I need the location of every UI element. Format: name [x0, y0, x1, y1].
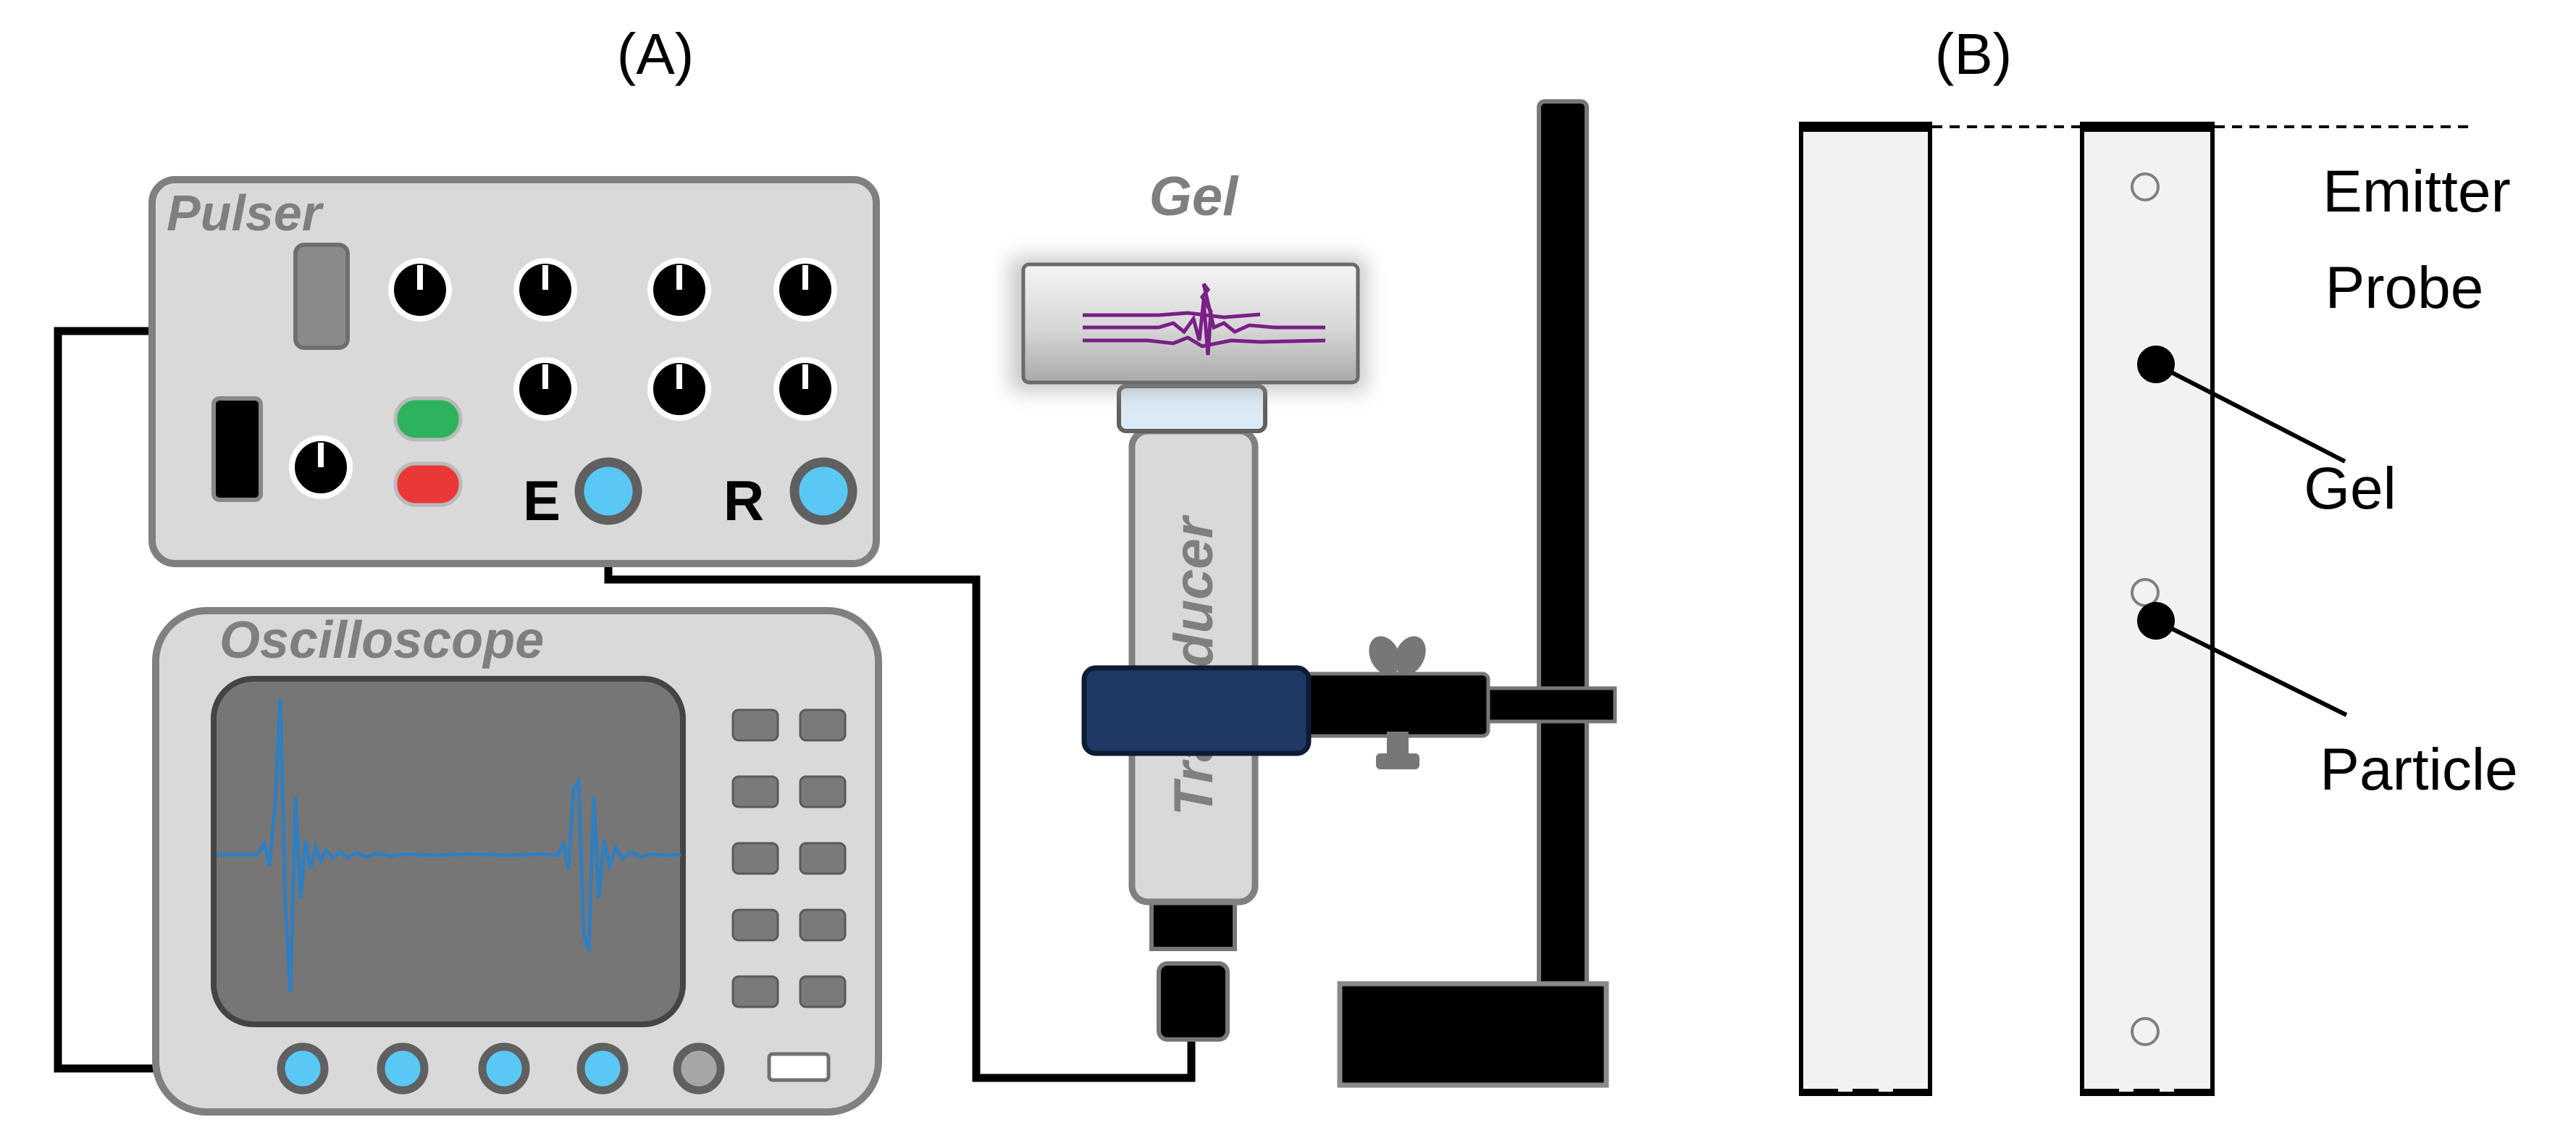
- scope-port[interactable]: [377, 1042, 429, 1095]
- oscilloscope-waveform: [217, 698, 681, 993]
- scope-button[interactable]: [731, 842, 779, 875]
- pulser-device: Pulser E R: [148, 176, 880, 567]
- gel-leader-line: [2155, 362, 2346, 464]
- oscilloscope-ports: [277, 1042, 629, 1095]
- oscilloscope-screen: [211, 676, 686, 1027]
- probe-label: Probe: [2325, 255, 2484, 321]
- transducer-cap: [1117, 384, 1267, 433]
- transducer-connector-bottom: [1157, 961, 1230, 1042]
- stand-rod: [1537, 99, 1589, 1002]
- scope-button[interactable]: [799, 775, 847, 808]
- knob[interactable]: [647, 357, 711, 421]
- pulser-title: Pulser: [167, 185, 324, 241]
- particle-label: Particle: [2320, 737, 2517, 803]
- probe-hole: [2131, 1017, 2160, 1046]
- knob[interactable]: [289, 435, 353, 499]
- scope-button[interactable]: [799, 708, 847, 742]
- oscilloscope-device: Oscilloscope: [152, 607, 882, 1116]
- gel-label: Gel: [2304, 456, 2396, 522]
- scope-port[interactable]: [478, 1042, 530, 1095]
- pulser-power-switch[interactable]: [211, 396, 263, 502]
- panel-b-label: (B): [1935, 22, 2013, 86]
- gel-block-label: Gel: [1149, 166, 1239, 227]
- scope-button[interactable]: [731, 708, 779, 742]
- clamp-arm: [1298, 672, 1490, 738]
- scope-button[interactable]: [799, 975, 847, 1008]
- particle-leader-line: [2155, 619, 2348, 717]
- knob[interactable]: [513, 258, 577, 322]
- scope-port[interactable]: [277, 1042, 329, 1095]
- scope-usb-slot: [767, 1052, 831, 1082]
- scope-button[interactable]: [731, 975, 779, 1008]
- emitter-port-label: E: [523, 469, 561, 532]
- emitter-port[interactable]: [574, 457, 642, 525]
- panel-a-label: (A): [617, 22, 695, 86]
- knob[interactable]: [773, 357, 837, 421]
- scope-button[interactable]: [731, 775, 779, 808]
- panel-b-columns: Emitter Probe Gel Particle: [1799, 122, 2518, 1096]
- pulser-knobs: [289, 258, 837, 499]
- oscilloscope-title: Oscilloscope: [219, 611, 544, 669]
- scope-port[interactable]: [576, 1042, 629, 1095]
- pulser-display-slot: [293, 243, 350, 350]
- retort-stand: [1337, 99, 1617, 1088]
- emitter-column: [1799, 125, 1932, 1096]
- receiver-port[interactable]: [789, 457, 857, 525]
- stand-arm: [1475, 686, 1617, 724]
- knob[interactable]: [773, 258, 837, 322]
- green-button[interactable]: [393, 396, 463, 442]
- stand-base: [1337, 981, 1609, 1088]
- probe-hole: [2131, 172, 2160, 201]
- gel-waveform: [1083, 283, 1326, 356]
- scope-ground-port[interactable]: [673, 1042, 725, 1095]
- receiver-port-label: R: [723, 469, 764, 532]
- clamp-thumbscrew-icon: [1369, 636, 1426, 769]
- oscilloscope-button-grid: [731, 708, 847, 1008]
- scope-button[interactable]: [799, 842, 847, 875]
- scope-button[interactable]: [799, 908, 847, 942]
- knob[interactable]: [647, 258, 711, 322]
- transducer-label: Transducer: [1163, 514, 1225, 816]
- red-button[interactable]: [393, 461, 463, 507]
- emitter-label: Emitter: [2323, 159, 2511, 225]
- knob[interactable]: [513, 357, 577, 421]
- knob[interactable]: [388, 258, 452, 322]
- clamp-band: [1081, 665, 1312, 756]
- scope-button[interactable]: [731, 908, 779, 942]
- transducer-assembly: Transducer Gel: [1010, 166, 1490, 1042]
- transducer-connector-top: [1149, 900, 1237, 951]
